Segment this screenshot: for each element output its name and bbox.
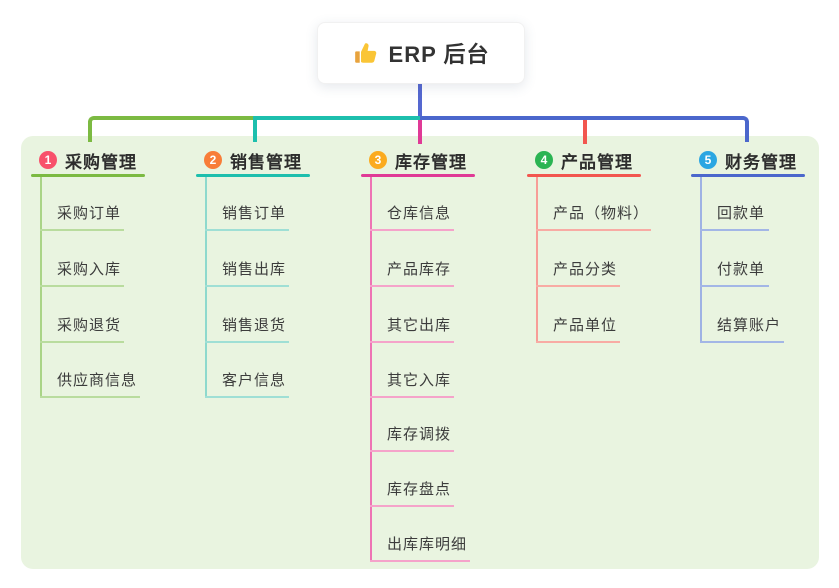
leaf-node-label: 库存盘点 [387, 481, 452, 498]
leaf-node-label: 销售出库 [222, 261, 287, 278]
leaf-node-label: 仓库信息 [387, 205, 452, 222]
branch-label: 财务管理 [725, 152, 797, 172]
branch-node-4[interactable]: 4 产品管理 [535, 150, 633, 172]
leaf-node-label: 回款单 [717, 205, 766, 222]
leaf-node-label: 产品库存 [387, 261, 452, 278]
branch4-connector [583, 120, 587, 144]
branch-label: 库存管理 [395, 152, 467, 172]
branch-underline [31, 174, 145, 177]
leaf-node[interactable]: 采购入库 [40, 257, 124, 287]
branch-children-line [40, 177, 42, 398]
thumbs-up-icon [354, 43, 376, 63]
root-connector-line [418, 82, 422, 120]
branch-number-badge: 1 [39, 151, 57, 169]
branch-node-2[interactable]: 2 销售管理 [204, 150, 302, 172]
leaf-node[interactable]: 产品库存 [370, 257, 454, 287]
branch-underline [691, 174, 805, 177]
leaf-node[interactable]: 供应商信息 [40, 368, 140, 398]
leaf-node[interactable]: 采购订单 [40, 201, 124, 231]
branch-children-line [700, 177, 702, 343]
branch-label: 销售管理 [230, 152, 302, 172]
branch-number-badge: 5 [699, 151, 717, 169]
branch-underline [527, 174, 641, 177]
branch-number-badge: 3 [369, 151, 387, 169]
branch-underline [196, 174, 310, 177]
branch1-connector [88, 116, 253, 142]
leaf-node-label: 结算账户 [717, 317, 782, 334]
leaf-node[interactable]: 产品单位 [536, 313, 620, 343]
leaf-node[interactable]: 产品（物料） [536, 201, 651, 231]
root-node-erp[interactable]: ERP 后台 [317, 22, 525, 84]
leaf-node-label: 供应商信息 [57, 372, 138, 389]
branch-label: 采购管理 [65, 152, 137, 172]
leaf-node[interactable]: 结算账户 [700, 313, 784, 343]
branch-underline [361, 174, 475, 177]
branch-node-1[interactable]: 1 采购管理 [39, 150, 137, 172]
leaf-node-label: 采购退货 [57, 317, 122, 334]
branch-children-line [370, 177, 372, 562]
branch-number-badge: 2 [204, 151, 222, 169]
leaf-node[interactable]: 产品分类 [536, 257, 620, 287]
leaf-node[interactable]: 客户信息 [205, 368, 289, 398]
leaf-node[interactable]: 回款单 [700, 201, 769, 231]
leaf-node[interactable]: 其它入库 [370, 368, 454, 398]
leaf-node[interactable]: 采购退货 [40, 313, 124, 343]
branch3-connector [418, 120, 422, 144]
leaf-node[interactable]: 其它出库 [370, 313, 454, 343]
leaf-node[interactable]: 库存盘点 [370, 477, 454, 507]
leaf-node-label: 销售退货 [222, 317, 287, 334]
leaf-node[interactable]: 销售订单 [205, 201, 289, 231]
leaf-node[interactable]: 出库库明细 [370, 532, 470, 562]
leaf-node[interactable]: 库存调拨 [370, 422, 454, 452]
leaf-node-label: 产品（物料） [553, 205, 650, 222]
leaf-node-label: 产品单位 [553, 317, 618, 334]
leaf-node[interactable]: 仓库信息 [370, 201, 454, 231]
leaf-node-label: 库存调拨 [387, 426, 452, 443]
leaf-node-label: 其它入库 [387, 372, 452, 389]
branch-label: 产品管理 [561, 152, 633, 172]
branch-children-line [536, 177, 538, 343]
leaf-node-label: 采购订单 [57, 205, 122, 222]
root-node-label: ERP 后台 [388, 42, 490, 67]
branch-node-5[interactable]: 5 财务管理 [699, 150, 797, 172]
branch-node-3[interactable]: 3 库存管理 [369, 150, 467, 172]
branch-number-badge: 4 [535, 151, 553, 169]
leaf-node-label: 其它出库 [387, 317, 452, 334]
branch-children-line [205, 177, 207, 398]
leaf-node-label: 出库库明细 [387, 536, 468, 553]
leaf-node[interactable]: 销售出库 [205, 257, 289, 287]
leaf-node[interactable]: 销售退货 [205, 313, 289, 343]
branches-background-panel [21, 136, 819, 569]
leaf-node-label: 付款单 [717, 261, 766, 278]
leaf-node[interactable]: 付款单 [700, 257, 769, 287]
branch5-connector [420, 116, 749, 142]
leaf-node-label: 销售订单 [222, 205, 287, 222]
leaf-node-label: 客户信息 [222, 372, 287, 389]
branch2-connector [253, 116, 420, 142]
leaf-node-label: 采购入库 [57, 261, 122, 278]
leaf-node-label: 产品分类 [553, 261, 618, 278]
